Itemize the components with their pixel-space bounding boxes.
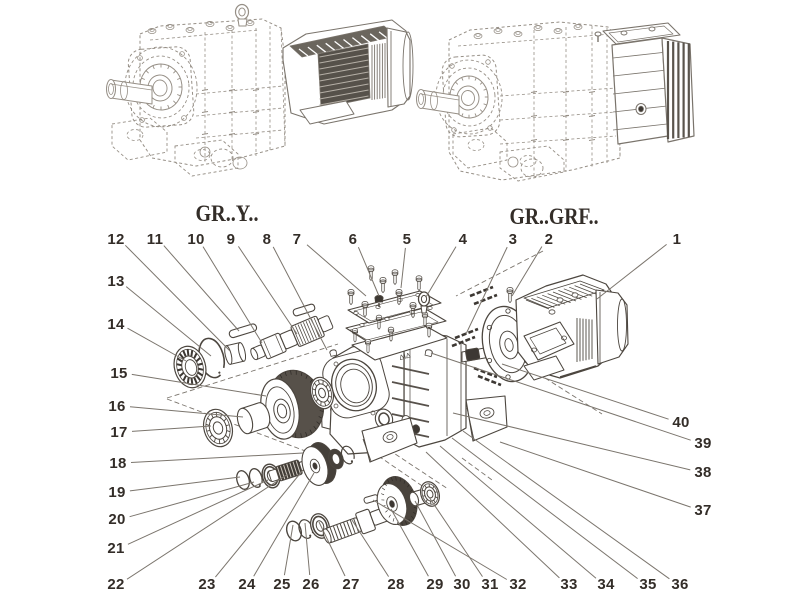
svg-text:3: 3 [509, 231, 518, 248]
svg-text:18: 18 [109, 455, 126, 472]
svg-text:21: 21 [107, 540, 124, 557]
svg-text:30: 30 [453, 576, 470, 593]
svg-text:35: 35 [639, 576, 656, 593]
svg-text:5: 5 [403, 231, 412, 248]
svg-text:13: 13 [107, 273, 124, 290]
svg-text:39: 39 [694, 435, 711, 452]
svg-text:28: 28 [387, 576, 404, 593]
svg-text:29: 29 [426, 576, 443, 593]
svg-text:38: 38 [694, 464, 711, 481]
svg-text:31: 31 [481, 576, 498, 593]
svg-text:19: 19 [108, 484, 125, 501]
svg-text:16: 16 [108, 398, 125, 415]
svg-text:GR..GRF..: GR..GRF.. [510, 204, 599, 229]
svg-text:25: 25 [273, 576, 290, 593]
svg-text:6: 6 [349, 231, 358, 248]
svg-text:GR..Y..: GR..Y.. [196, 201, 259, 226]
svg-text:9: 9 [227, 231, 236, 248]
svg-text:7: 7 [293, 231, 302, 248]
svg-text:10: 10 [187, 231, 204, 248]
svg-text:36: 36 [671, 576, 688, 593]
svg-text:32: 32 [509, 576, 526, 593]
svg-text:ΔІΔ: ΔІΔ [399, 352, 412, 362]
svg-text:14: 14 [107, 316, 125, 333]
svg-text:24: 24 [238, 576, 256, 593]
svg-text:11: 11 [147, 231, 163, 248]
svg-text:12: 12 [107, 231, 124, 248]
svg-text:40: 40 [672, 414, 689, 431]
svg-text:37: 37 [694, 502, 711, 519]
svg-text:23: 23 [198, 576, 215, 593]
svg-text:26: 26 [302, 576, 319, 593]
svg-text:1: 1 [673, 231, 682, 248]
svg-text:22: 22 [107, 576, 124, 593]
svg-text:27: 27 [342, 576, 359, 593]
svg-text:20: 20 [108, 511, 125, 528]
svg-text:2: 2 [545, 231, 554, 248]
svg-text:8: 8 [263, 231, 272, 248]
svg-text:15: 15 [110, 365, 127, 382]
svg-text:4: 4 [459, 231, 468, 248]
svg-text:17: 17 [110, 424, 127, 441]
svg-text:34: 34 [597, 576, 615, 593]
svg-text:33: 33 [560, 576, 577, 593]
